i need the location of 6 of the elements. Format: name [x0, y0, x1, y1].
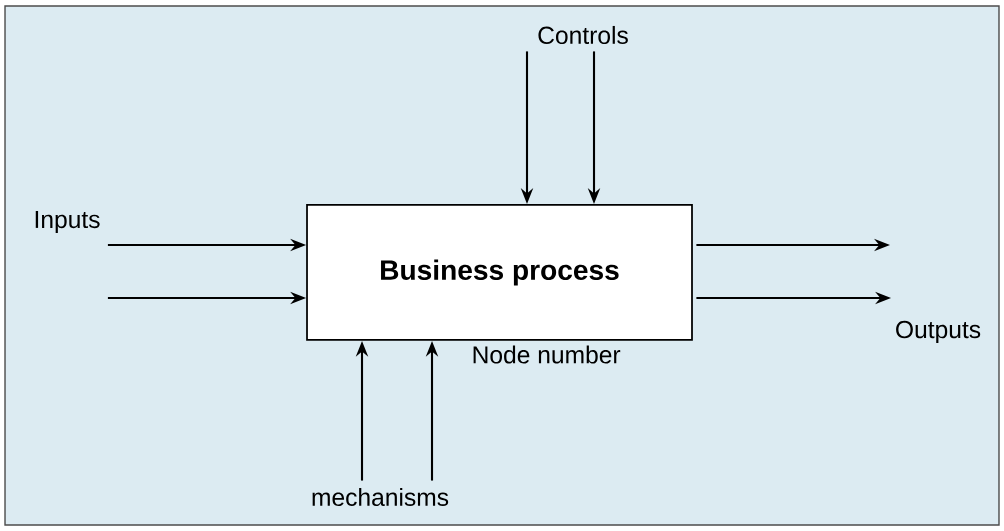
text-label: Controls — [538, 25, 628, 45]
text-label: mechanisms — [312, 487, 449, 507]
node-number-label: Node number — [473, 345, 621, 364]
process-box: Business process — [306, 204, 693, 341]
text-label: Outputs — [896, 320, 981, 344]
text-label: Inputs — [35, 211, 100, 233]
